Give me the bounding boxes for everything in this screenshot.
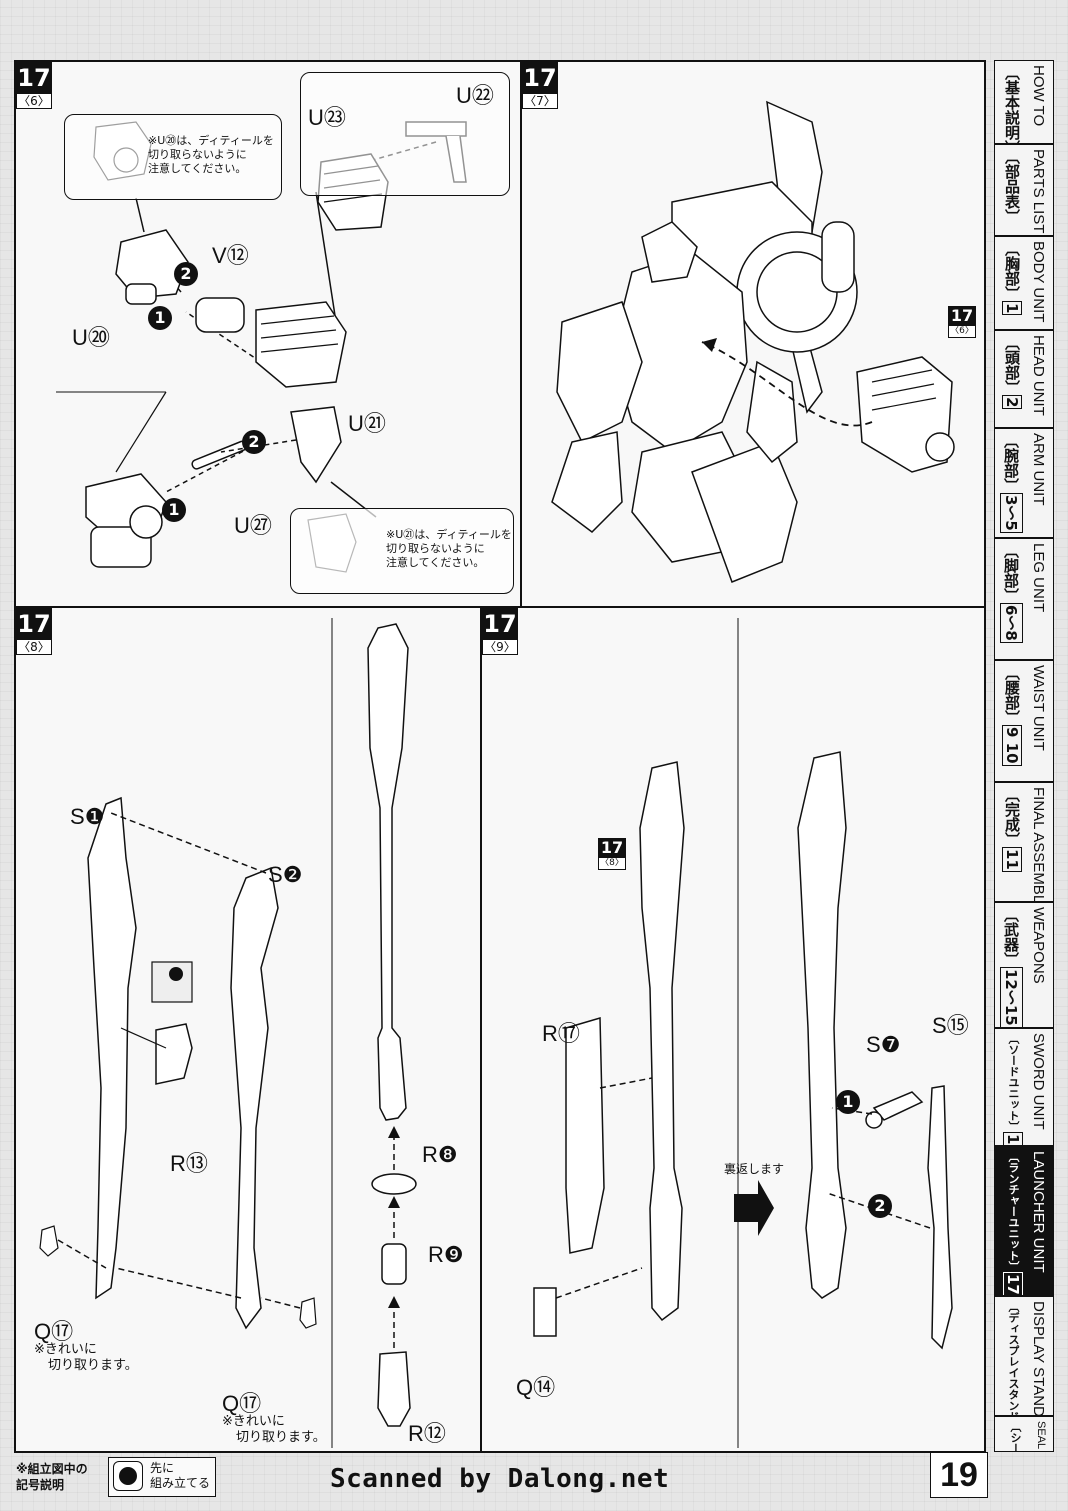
tab-how-to[interactable]: 〔基本説明〕 HOW TO — [994, 60, 1054, 144]
step-sub: 〈9〉 — [482, 640, 518, 655]
note-cut-clean-a: ※きれいに切り取ります。 — [34, 1342, 138, 1373]
page-number: 19 — [930, 1452, 988, 1498]
label-r8: R❽ — [422, 1142, 458, 1167]
label-r17: R⑰ — [542, 1021, 580, 1046]
step-sub: 〈7〉 — [522, 94, 558, 109]
label-u22: U㉒ — [456, 83, 494, 108]
detail-bubble-u22 — [300, 72, 510, 196]
scanner-credit: Scanned by Dalong.net — [330, 1464, 670, 1494]
label-q17-a: Q⑰ — [34, 1319, 74, 1344]
label-s1: S❶ — [70, 804, 105, 829]
ref-step-17-6: 17 〈6〉 — [948, 306, 976, 338]
label-v12: V⑫ — [212, 243, 249, 268]
detail-bubble-u20 — [64, 114, 282, 200]
label-u27: U㉗ — [234, 513, 272, 538]
label-r12: R⑫ — [408, 1421, 446, 1446]
order-1-marker: 1 — [162, 498, 186, 522]
step-number: 17 — [16, 62, 52, 94]
step-sub: 〈8〉 — [16, 640, 52, 655]
label-u23: U㉓ — [308, 105, 346, 130]
tab-waist-unit[interactable]: 〔腰部〕9 10 WAIST UNIT — [994, 660, 1054, 782]
section-index-sidebar: 〔基本説明〕 HOW TO 〔部品表〕 PARTS LIST 〔胸部〕1 BOD… — [994, 60, 1054, 1452]
order-2-marker: 2 — [174, 262, 198, 286]
note-u20: ※U⑳は、ディティールを切り取らないように注意してください。 — [148, 134, 274, 175]
tab-arm-unit[interactable]: 〔腕部〕3〜5 ARM UNIT — [994, 428, 1054, 538]
tab-seal[interactable]: 〔シール〕 SEAL — [994, 1416, 1054, 1452]
order-2-marker: 2 — [242, 430, 266, 454]
tab-head-unit[interactable]: 〔頭部〕2 HEAD UNIT — [994, 330, 1054, 428]
step-number: 17 — [482, 608, 518, 640]
step-17-9-panel: 17 〈9〉 17 〈8〉 — [482, 608, 984, 1451]
tab-leg-unit[interactable]: 〔脚部〕6〜8 LEG UNIT — [994, 538, 1054, 660]
order-1-marker: 1 — [836, 1090, 860, 1114]
label-u20: U⑳ — [72, 325, 110, 350]
label-r13: R⑬ — [170, 1151, 208, 1176]
flip-note: 裏返します — [724, 1162, 785, 1176]
tab-body-unit[interactable]: 〔胸部〕1 BODY UNIT — [994, 236, 1054, 330]
step-badge: 17 〈6〉 — [16, 62, 52, 109]
tab-sword-unit[interactable]: 〔ソードユニット〕16 SWORD UNIT — [994, 1028, 1054, 1146]
legend-title: ※組立図中の記号説明 — [16, 1462, 88, 1492]
step-17-6-panel: 17 〈6〉 — [16, 62, 522, 608]
tab-launcher-unit[interactable]: 〔ランチャーユニット〕17 LAUNCHER UNIT — [994, 1146, 1054, 1296]
tab-parts-list[interactable]: 〔部品表〕 PARTS LIST — [994, 144, 1054, 236]
tab-weapons[interactable]: 〔武器〕12〜15 WEAPONS — [994, 902, 1054, 1028]
label-r9: R❾ — [428, 1242, 464, 1267]
tab-display-stand[interactable]: 〔ディスプレイスタンド〕18 DISPLAY STAND — [994, 1296, 1054, 1416]
step-17-8-illustration — [39, 618, 417, 1448]
label-q14: Q⑭ — [516, 1375, 556, 1400]
ref-step-17-8: 17 〈8〉 — [598, 838, 626, 870]
tab-final-assemble[interactable]: 〔完成〕11 FINAL ASSEMBLE — [994, 782, 1054, 902]
step-17-7-panel: 17 〈7〉 — [522, 62, 984, 608]
step-badge: 17 〈8〉 — [16, 608, 52, 655]
step-number: 17 — [522, 62, 558, 94]
assembly-area: 17 〈6〉 — [14, 60, 986, 1453]
step-badge: 17 〈7〉 — [522, 62, 558, 109]
note-u21: ※U㉑は、ディティールを切り取らないように注意してください。 — [386, 528, 512, 569]
label-s7: S❼ — [866, 1032, 901, 1057]
step-17-8-panel: 17 〈8〉 — [16, 608, 482, 1451]
note-cut-clean-b: ※きれいに切り取ります。 — [222, 1414, 326, 1445]
label-q17-b: Q⑰ — [222, 1391, 262, 1416]
label-s15: S⑮ — [932, 1013, 969, 1038]
step-17-9-illustration — [533, 618, 953, 1448]
pre-assembly-icon — [113, 1461, 143, 1491]
step-badge: 17 〈9〉 — [482, 608, 518, 655]
label-u21: U㉑ — [348, 411, 386, 436]
step-number: 17 — [16, 608, 52, 640]
order-1-marker: 1 — [148, 306, 172, 330]
step-sub: 〈6〉 — [16, 94, 52, 109]
legend-description: 先に組み立てる — [150, 1461, 211, 1490]
detail-bubble-u21 — [290, 508, 514, 594]
robot-back-illustration — [551, 100, 955, 583]
order-2-marker: 2 — [868, 1194, 892, 1218]
label-s2: S❷ — [268, 862, 303, 887]
